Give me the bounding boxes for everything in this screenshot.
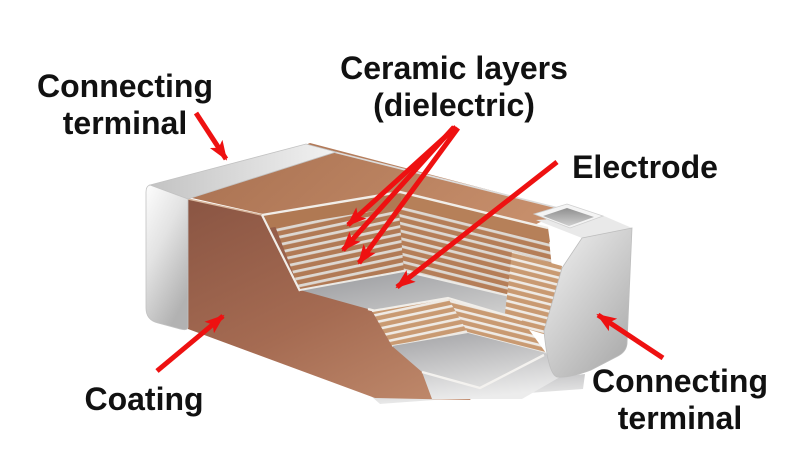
second-step-stripes-right (448, 298, 546, 353)
electrode-stripes-near-terminal (504, 252, 562, 336)
label-line: Electrode (572, 149, 718, 185)
label-connecting-terminal-top-left: Connecting terminal (37, 68, 213, 142)
right-terminal-cup-inner (543, 208, 594, 226)
capacitor-body (145, 143, 633, 404)
label-line: terminal (617, 400, 743, 436)
label-line: Ceramic layers (340, 50, 568, 86)
second-step-stripes-left (372, 298, 468, 346)
lower-band-rim (421, 353, 545, 390)
label-electrode: Electrode (572, 149, 718, 186)
label-line: Coating (84, 381, 204, 417)
left-terminal-face (145, 184, 189, 331)
annotation-arrows (155, 111, 665, 373)
chip-back-edge-highlight (309, 145, 567, 211)
label-line: Connecting (37, 68, 213, 104)
cut-rim-left (261, 214, 301, 292)
arrow-electrode (395, 160, 559, 289)
label-line: Connecting (592, 363, 768, 399)
arrow-coating (155, 314, 225, 373)
second-step-rim (371, 296, 523, 322)
right-terminal-face (543, 227, 633, 378)
arrow-ceramic-3 (356, 126, 461, 265)
ceramic-margin-back (400, 192, 550, 242)
label-line: (dielectric) (373, 87, 535, 123)
cut-rim-top (261, 190, 549, 230)
arrow-terminal-bottom-right (596, 312, 665, 361)
arrow-ceramic-2 (341, 125, 456, 252)
arrow-terminal-top-left (193, 111, 229, 161)
ceramic-margin-left (262, 192, 403, 228)
label-connecting-terminal-bottom-right: Connecting terminal (592, 363, 768, 437)
label-line: terminal (62, 105, 188, 141)
label-ceramic-layers: Ceramic layers (dielectric) (340, 50, 568, 124)
label-coating: Coating (84, 381, 203, 418)
